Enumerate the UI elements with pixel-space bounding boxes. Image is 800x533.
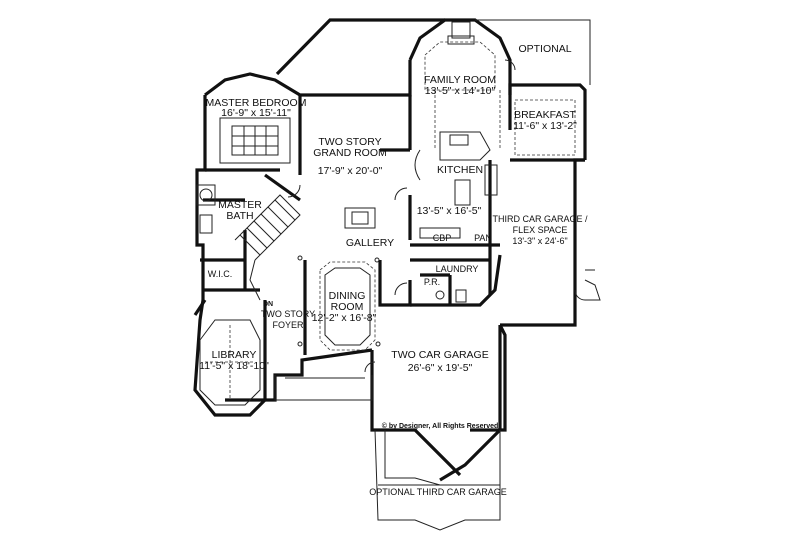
third-garage-line1: THIRD CAR GARAGE /	[492, 214, 588, 224]
two-car-garage-dims: 26'-6" x 19'-5"	[407, 362, 473, 374]
library-dims: 11'-5" x 18'-10"	[199, 360, 269, 372]
library-ceiling	[199, 319, 261, 406]
breakfast-dims: 11'-6" x 13'-2"	[513, 120, 577, 132]
kitchen-island	[414, 131, 498, 206]
grand-room-line2: GRAND ROOM	[313, 147, 387, 159]
master-bath-line2: BATH	[226, 210, 254, 222]
stairs	[234, 194, 301, 301]
foyer-line1: TWO STORY	[260, 309, 316, 319]
optional-label: OPTIONAL	[518, 43, 572, 55]
family-room-ceiling	[424, 41, 576, 156]
third-garage-dims: 13'-3" x 24'-6"	[512, 236, 568, 246]
two-car-garage-name: TWO CAR GARAGE	[391, 349, 489, 361]
pan-label: PAN	[474, 233, 492, 243]
optional-area-outline	[475, 19, 591, 85]
grand-room-line1: TWO STORY	[318, 136, 382, 148]
pr-label: P.R.	[423, 277, 441, 287]
master-bedroom-dims: 16'-9" x 15'-11"	[221, 107, 291, 119]
garage	[374, 269, 601, 531]
tray-ceiling	[219, 117, 291, 164]
interior-walls	[200, 95, 585, 355]
third-garage-line2: FLEX SPACE	[512, 225, 568, 235]
stairs-down-label: DN	[262, 301, 274, 308]
master-bath-fixtures	[196, 184, 216, 234]
laundry-label: LAUNDRY	[435, 264, 479, 274]
family-room-dims: 13'-5" x 14'-10"	[424, 85, 496, 97]
grand-room-dims: 17'-9" x 20'-0"	[317, 165, 383, 177]
dining-area	[297, 255, 381, 351]
library-name: LIBRARY	[211, 349, 257, 361]
dining-dims: 12'-2" x 16'-8"	[311, 312, 377, 324]
master-bedroom-name: MASTER BEDROOM	[205, 97, 307, 109]
master-bath-line1: MASTER	[218, 199, 262, 211]
kitchen-dims: 13'-5" x 16'-5"	[416, 205, 482, 217]
doors	[287, 59, 586, 373]
dining-line2: ROOM	[330, 301, 364, 313]
laundry-fixtures	[419, 227, 467, 303]
family-room-name: FAMILY ROOM	[424, 74, 496, 86]
cbp-label: CBP	[432, 233, 452, 243]
front-porch	[274, 375, 373, 401]
wic-label: W.I.C.	[207, 269, 233, 279]
dining-line1: DINING	[328, 290, 366, 302]
fireplace	[344, 21, 475, 229]
gallery-label: GALLERY	[345, 237, 395, 249]
breakfast-name: BREAKFAST	[514, 109, 576, 121]
optional-third-garage-label: OPTIONAL THIRD CAR GARAGE	[369, 487, 507, 497]
copyright-note: © by Designer, All Rights Reserved	[381, 423, 499, 430]
foyer-line2: FOYER	[272, 320, 304, 330]
kitchen-name: KITCHEN	[436, 164, 484, 176]
